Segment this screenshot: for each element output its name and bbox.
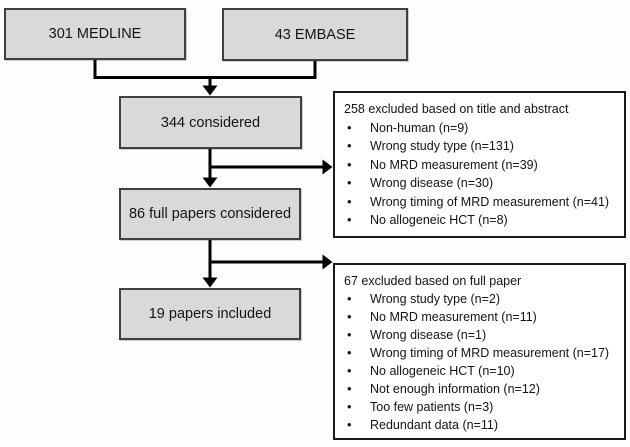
- box-medline: 301 MEDLINE: [4, 8, 186, 60]
- exclusion-title-abstract-list: Non-human (n=9) Wrong study type (n=131)…: [344, 119, 616, 230]
- arrowhead-right-title-abstract-icon: [322, 159, 333, 175]
- exclusion-title-abstract-header: 258 excluded based on title and abstract: [344, 102, 569, 116]
- box-papers-included: 19 papers included: [119, 288, 301, 340]
- box-considered: 344 considered: [119, 96, 302, 149]
- exclusion-item: Non-human (n=9): [344, 119, 616, 138]
- arrowhead-down-full-papers-icon: [202, 177, 218, 188]
- exclusion-item: No allogeneic HCT (n=8): [344, 211, 616, 230]
- exclusion-item: Too few patients (n=3): [344, 398, 616, 416]
- box-full-papers-label: 86 full papers considered: [128, 206, 292, 222]
- exclusion-item: Wrong disease (n=1): [344, 326, 616, 344]
- exclusion-item: Wrong study type (n=2): [344, 290, 616, 308]
- exclusion-item: No MRD measurement (n=11): [344, 308, 616, 326]
- box-full-papers-considered: 86 full papers considered: [119, 188, 301, 240]
- exclusion-full-paper-list: Wrong study type (n=2) No MRD measuremen…: [344, 290, 616, 434]
- arrowhead-down-included-icon: [202, 277, 218, 288]
- exclusion-panel-title-abstract: 258 excluded based on title and abstract…: [333, 91, 626, 238]
- exclusion-item: Not enough information (n=12): [344, 380, 616, 398]
- exclusion-item: No allogeneic HCT (n=10): [344, 362, 616, 380]
- box-embase-label: 43 EMBASE: [274, 26, 356, 43]
- exclusion-item: Wrong study type (n=131): [344, 137, 616, 156]
- box-included-label: 19 papers included: [148, 306, 272, 322]
- exclusion-item: No MRD measurement (n=39): [344, 156, 616, 175]
- box-embase: 43 EMBASE: [222, 8, 408, 61]
- exclusion-item: Wrong timing of MRD measurement (n=17): [344, 344, 616, 362]
- exclusion-item: Wrong disease (n=30): [344, 174, 616, 193]
- exclusion-item: Redundant data (n=11): [344, 416, 616, 434]
- arrowhead-right-full-paper-icon: [322, 254, 333, 270]
- exclusion-item: Wrong timing of MRD measurement (n=41): [344, 193, 616, 212]
- box-medline-label: 301 MEDLINE: [48, 26, 142, 42]
- box-considered-label: 344 considered: [160, 114, 261, 131]
- exclusion-full-paper-header: 67 excluded based on full paper: [344, 274, 522, 288]
- exclusion-panel-full-paper: 67 excluded based on full paper Wrong st…: [333, 263, 626, 440]
- arrowhead-down-considered-icon: [202, 85, 218, 96]
